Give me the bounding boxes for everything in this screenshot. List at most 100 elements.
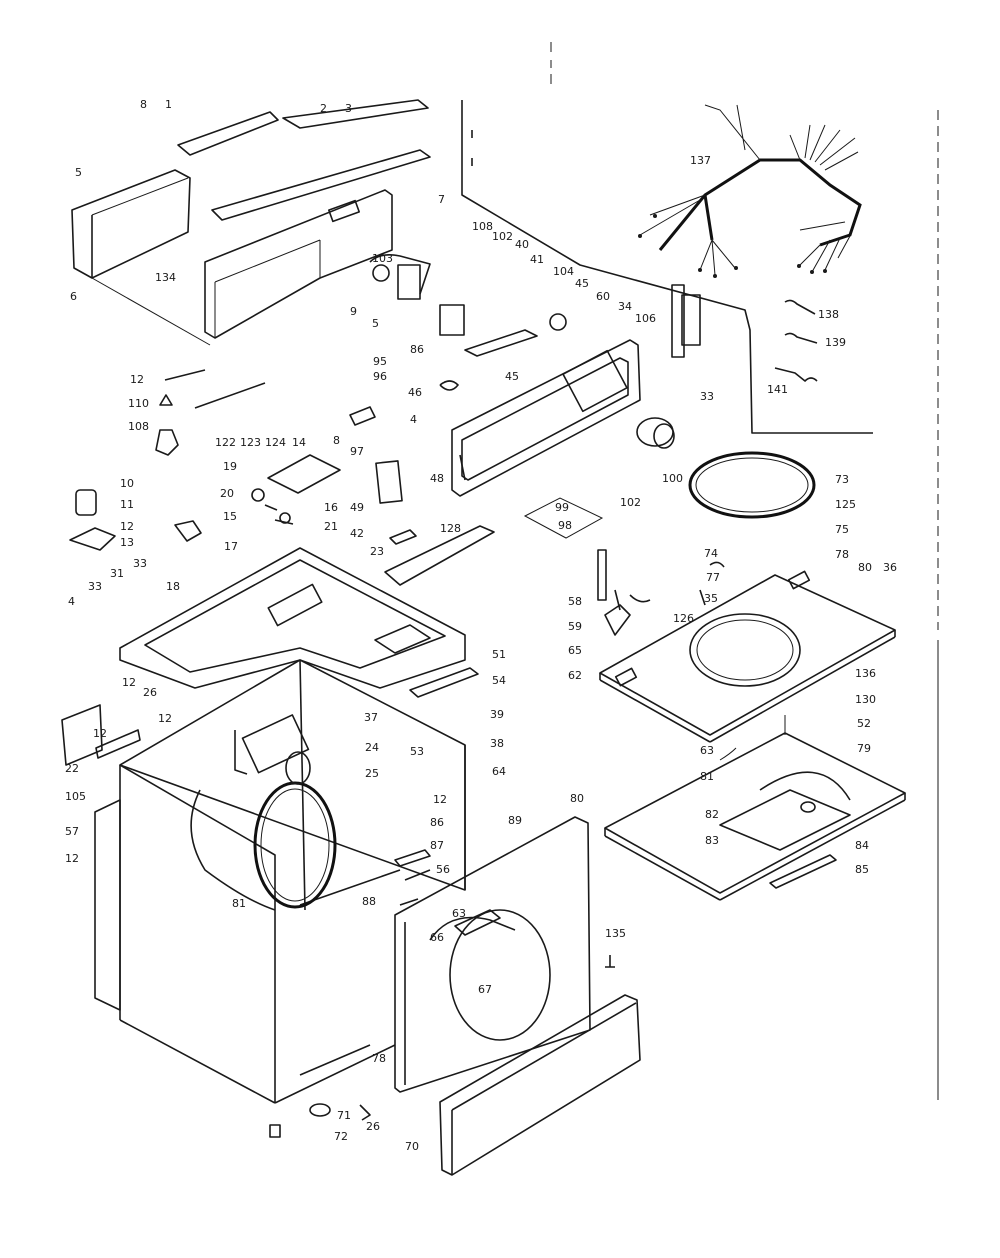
- part-label: 108: [128, 420, 149, 433]
- part-label: 26: [143, 686, 157, 699]
- part-label: 12: [158, 712, 172, 725]
- part-label: 19: [223, 460, 237, 473]
- part-label: 83: [705, 834, 719, 847]
- part-label: 48: [430, 472, 444, 485]
- part-label: 12: [122, 676, 136, 689]
- hinge-small-parts: [251, 488, 294, 525]
- part-label: 79: [857, 742, 871, 755]
- door-small-parts: [394, 849, 615, 968]
- part-label: 1: [165, 98, 172, 111]
- part-label: 80: [858, 561, 872, 574]
- kick-plate: [439, 994, 641, 1176]
- cabinet-inner-parts: [234, 714, 311, 785]
- part-label: 74: [704, 547, 718, 560]
- part-label: 8: [333, 434, 340, 447]
- part-label: 51: [492, 648, 506, 661]
- part-label: 45: [575, 277, 589, 290]
- part-label: 9: [350, 305, 357, 318]
- top-trim-pieces: [177, 99, 431, 221]
- right-side-small-parts: [597, 549, 725, 636]
- part-label: 134: [155, 271, 176, 284]
- harness-small-parts: [774, 299, 818, 382]
- part-label: 2: [320, 102, 327, 115]
- front-strip: [409, 667, 479, 698]
- part-label: 122: [215, 436, 236, 449]
- part-label: 128: [440, 522, 461, 535]
- door-gasket-ring: [688, 451, 816, 519]
- part-label: 105: [65, 790, 86, 803]
- part-label: 123: [240, 436, 261, 449]
- panel-brackets: [349, 254, 701, 504]
- part-label: 59: [568, 620, 582, 633]
- part-label: 33: [700, 390, 714, 403]
- part-label: 57: [65, 825, 79, 838]
- part-label: 89: [508, 814, 522, 827]
- part-label: 13: [120, 536, 134, 549]
- part-label: 45: [505, 370, 519, 383]
- part-label: 81: [700, 770, 714, 783]
- part-label: 77: [706, 571, 720, 584]
- part-label: 14: [292, 436, 306, 449]
- part-label: 106: [635, 312, 656, 325]
- part-label: 97: [350, 445, 364, 458]
- left-small-parts: [69, 369, 266, 551]
- part-label: 52: [857, 717, 871, 730]
- part-label: 11: [120, 498, 134, 511]
- part-label: 3: [345, 102, 352, 115]
- part-label: 63: [700, 744, 714, 757]
- part-label: 87: [430, 839, 444, 852]
- part-label: 88: [362, 895, 376, 908]
- part-label: 25: [365, 767, 379, 780]
- part-label: 12: [433, 793, 447, 806]
- part-label: 58: [568, 595, 582, 608]
- part-label: 84: [855, 839, 869, 852]
- part-label: 21: [324, 520, 338, 533]
- part-label: 53: [410, 745, 424, 758]
- part-label: 18: [166, 580, 180, 593]
- part-label: 7: [438, 193, 445, 206]
- part-label: 99: [555, 501, 569, 514]
- back-panel-assembly: [71, 169, 393, 346]
- part-label: 124: [265, 436, 286, 449]
- part-label: 139: [825, 336, 846, 349]
- part-label: 75: [835, 523, 849, 536]
- part-label: 46: [408, 386, 422, 399]
- part-label: 12: [120, 520, 134, 533]
- bracket-128: [384, 525, 495, 586]
- part-label: 138: [818, 308, 839, 321]
- part-label: 85: [855, 863, 869, 876]
- part-label: 64: [492, 765, 506, 778]
- part-label: 31: [110, 567, 124, 580]
- part-label: 78: [835, 548, 849, 561]
- left-bracket: [61, 704, 141, 766]
- part-label: 130: [855, 693, 876, 706]
- harness-box-outline: [461, 100, 873, 434]
- control-panel: [451, 313, 641, 497]
- base-plate: [604, 715, 906, 901]
- part-label: 49: [350, 501, 364, 514]
- part-label: 60: [596, 290, 610, 303]
- part-label: 70: [405, 1140, 419, 1153]
- part-label: 98: [558, 519, 572, 532]
- part-label: 95: [373, 355, 387, 368]
- part-label: 102: [620, 496, 641, 509]
- part-label: 24: [365, 741, 379, 754]
- part-label: 96: [373, 370, 387, 383]
- part-label: 104: [553, 265, 574, 278]
- part-label: 22: [65, 762, 79, 775]
- part-label: 36: [883, 561, 897, 574]
- part-label: 4: [410, 413, 417, 426]
- part-label: 26: [366, 1120, 380, 1133]
- part-label: 41: [530, 253, 544, 266]
- right-top-cover: [599, 570, 896, 743]
- part-label: 56: [436, 863, 450, 876]
- part-label: 125: [835, 498, 856, 511]
- side-panel: [94, 799, 121, 1011]
- part-label: 71: [337, 1109, 351, 1122]
- part-label: 4: [68, 595, 75, 608]
- part-label: 42: [350, 527, 364, 540]
- part-label: 12: [65, 852, 79, 865]
- part-label: 40: [515, 238, 529, 251]
